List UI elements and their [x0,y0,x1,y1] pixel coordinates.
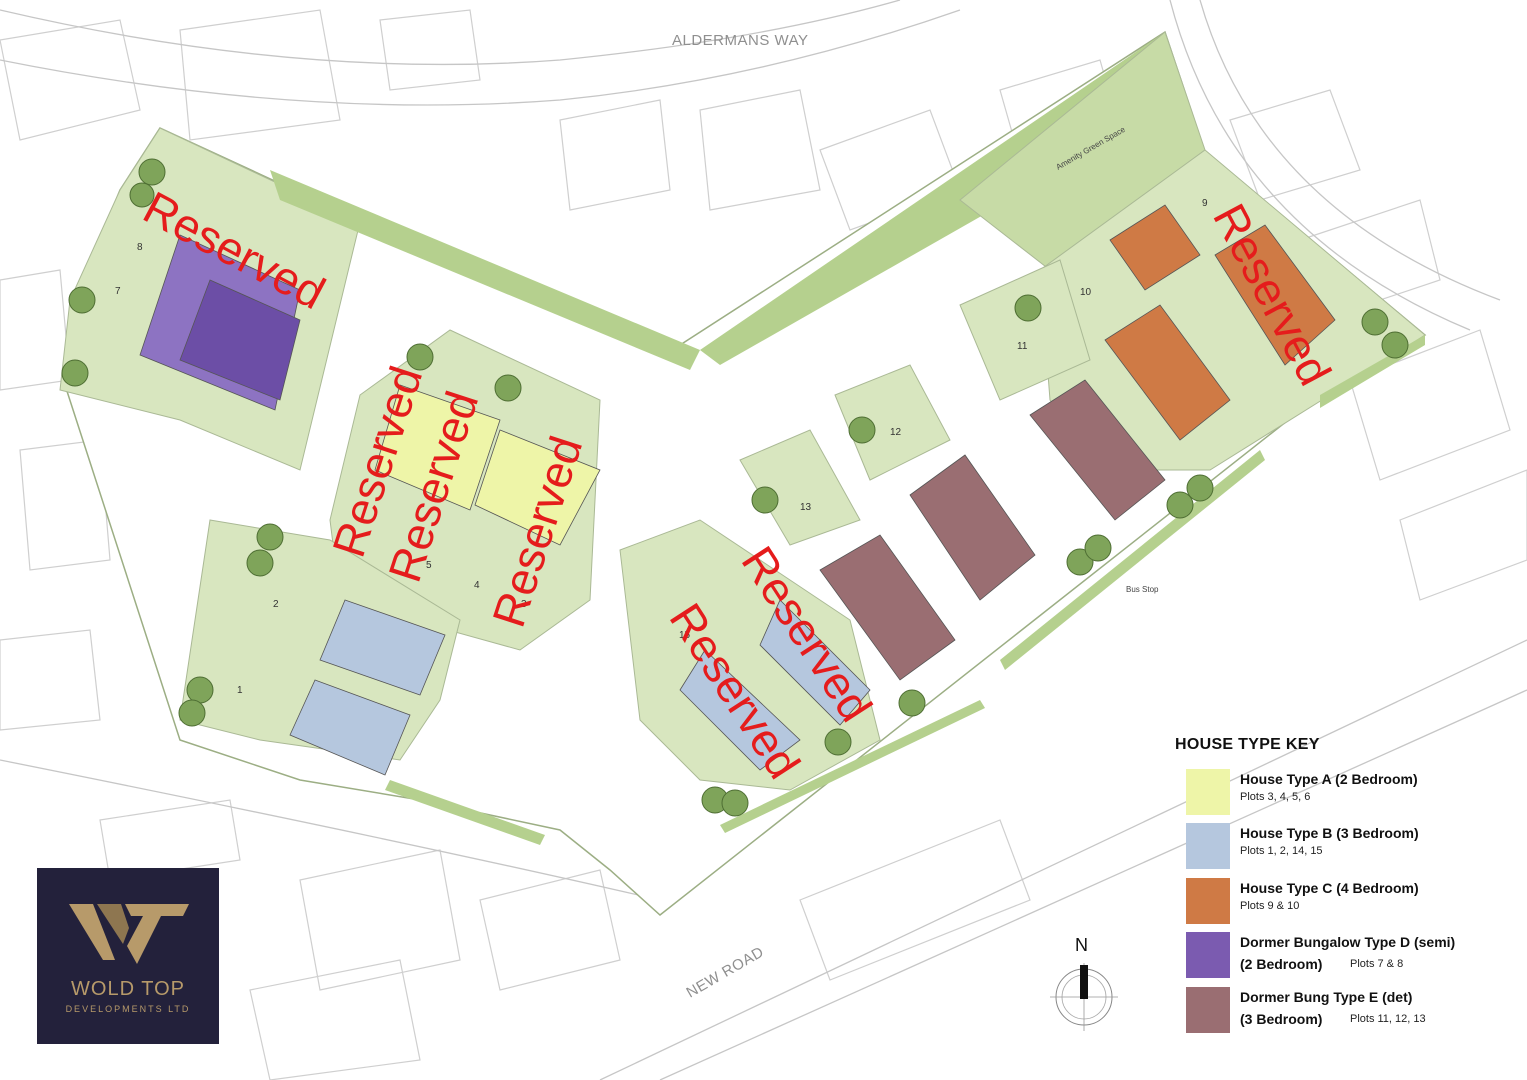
houses [139,204,1336,776]
legend-item-plots: Plots 9 & 10 [1240,900,1300,912]
wt-monogram-icon [69,904,189,964]
plot-numbers: 1 2 3 4 5 7 8 9 10 11 12 13 15 [115,198,1208,696]
road-label-aldermans-way: ALDERMANS WAY [672,32,809,49]
legend-item-name-line2: (3 Bedroom) [1240,1011,1323,1027]
legend-item-name-line2: (2 Bedroom) [1240,956,1323,972]
legend-item-type-e: Dormer Bung Type E (det) (3 Bedroom) Plo… [1186,987,1516,1033]
legend-item-name: Dormer Bungalow Type D (semi) [1240,934,1456,950]
plot-number: 1 [237,685,243,696]
plot-number: 12 [890,427,902,438]
legend-swatch [1186,823,1230,869]
legend-item-plots: Plots 3, 4, 5, 6 [1240,791,1311,803]
legend-swatch [1186,878,1230,924]
plot-number: 8 [137,242,143,253]
logo-subtitle: DEVELOPMENTS LTD [65,1004,191,1014]
bus-stop-label: Bus Stop [1126,585,1159,594]
plot-number: 4 [474,580,480,591]
north-arrow: N [1042,935,1126,1035]
plot-number: 11 [1017,341,1028,352]
legend-title: HOUSE TYPE KEY [1175,736,1320,753]
legend-item-type-b: House Type B (3 Bedroom) Plots 1, 2, 14,… [1186,823,1516,869]
plot-number: 13 [800,502,812,513]
legend-item-type-d: Dormer Bungalow Type D (semi) (2 Bedroom… [1186,932,1516,978]
trees [61,158,1409,817]
compass-icon [1050,963,1118,1031]
plot-number: 15 [679,630,691,641]
legend-item-name: Dormer Bung Type E (det) [1240,989,1413,1005]
plot-number: 7 [115,286,121,297]
road-label-new-road: NEW ROAD [684,943,767,1001]
legend-item-name: House Type A (2 Bedroom) [1240,771,1418,787]
legend-swatch [1186,987,1230,1033]
legend-item-plots: Plots 7 & 8 [1350,958,1404,970]
legend-swatch [1186,769,1230,815]
plot-number: 5 [426,560,432,571]
site-green [59,30,1427,916]
legend-item-type-a: House Type A (2 Bedroom) Plots 3, 4, 5, … [1186,769,1516,815]
plot-number: 9 [1202,198,1208,209]
legend-item-name: House Type B (3 Bedroom) [1240,825,1419,841]
wold-top-logo: WOLD TOP DEVELOPMENTS LTD [37,868,219,1044]
plot-number: 3 [521,599,527,610]
legend-item-plots: Plots 11, 12, 13 [1350,1013,1426,1025]
plot-number: 2 [273,599,279,610]
legend-swatch [1186,932,1230,978]
logo-name: WOLD TOP [71,978,185,1000]
legend-item-name: House Type C (4 Bedroom) [1240,880,1419,896]
plot-number: 10 [1080,287,1092,298]
legend-item-plots: Plots 1, 2, 14, 15 [1240,845,1323,857]
north-label: N [1075,935,1088,955]
legend-item-type-c: House Type C (4 Bedroom) Plots 9 & 10 [1186,878,1516,924]
